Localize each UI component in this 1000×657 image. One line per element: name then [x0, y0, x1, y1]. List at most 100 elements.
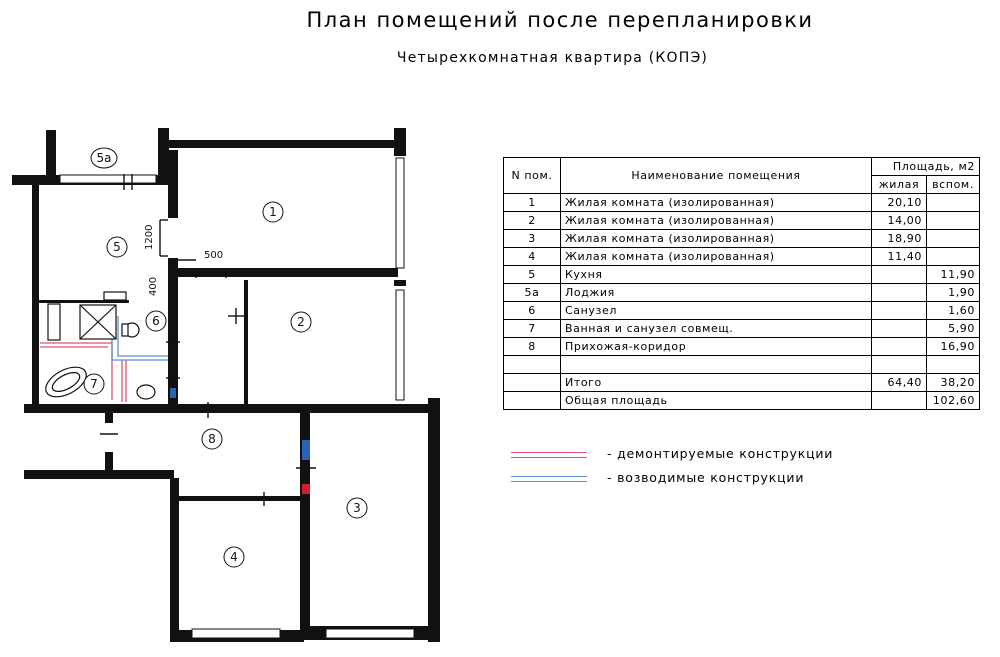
cell-living [871, 355, 927, 374]
svg-text:4: 4 [230, 550, 238, 564]
rooms-table: N пом. Наименование помещения Площадь, м… [503, 157, 980, 410]
cell-name: Жилая комната (изолированная) [560, 193, 872, 212]
total-living: 64,40 [871, 373, 927, 392]
col-header-num: N пом. [503, 157, 561, 194]
cell-name: Жилая комната (изолированная) [560, 229, 872, 248]
plan-demolish-wall-mark [302, 484, 310, 494]
svg-text:5: 5 [113, 240, 121, 254]
plan-windows [59, 157, 415, 639]
cell-living [871, 301, 927, 320]
cell-aux [926, 211, 980, 230]
cell-aux [926, 193, 980, 212]
col-header-aux: вспом. [926, 175, 980, 194]
legend-constructed-text: - возводимые конструкции [607, 470, 805, 485]
cell-aux: 1,90 [926, 283, 980, 302]
table-row-total: Итого 64,40 38,20 [503, 373, 980, 392]
legend-demolished-text: - демонтируемые конструкции [607, 446, 834, 461]
plan-fixtures [45, 291, 156, 400]
svg-text:1: 1 [269, 205, 277, 219]
cell-name: Прихожая-коридор [560, 337, 872, 356]
room-6-label: 6 [145, 310, 167, 332]
room-3-label: 3 [346, 497, 368, 519]
page-subtitle: Четырехкомнатная квартира (КОПЭ) [396, 50, 709, 66]
cell-num: 4 [503, 247, 561, 266]
cell-aux: 16,90 [926, 337, 980, 356]
svg-text:5а: 5а [97, 151, 112, 165]
cell-num: 6 [503, 301, 561, 320]
cell-num: 3 [503, 229, 561, 248]
cell-aux [926, 229, 980, 248]
cell-num: 7 [503, 319, 561, 338]
cell-living: 11,40 [871, 247, 927, 266]
room-7-label: 7 [83, 373, 105, 395]
room-5a-label: 5а [90, 147, 118, 169]
table-row-overall: Общая площадь 102,60 [503, 391, 980, 410]
cell-name: Санузел [560, 301, 872, 320]
page-title: План помещений после перепланировки [306, 8, 814, 32]
plan-doors [100, 174, 316, 506]
svg-text:2: 2 [297, 315, 305, 329]
cell-living [871, 265, 927, 284]
cell-living: 20,10 [871, 193, 927, 212]
total-label: Итого [560, 373, 872, 392]
cell-name: Жилая комната (изолированная) [560, 247, 872, 266]
cell-living: 18,90 [871, 229, 927, 248]
legend-constructed-line [511, 476, 587, 482]
room-5-label: 5 [106, 236, 128, 258]
cell-aux [926, 355, 980, 374]
dimension-500: 500 [204, 250, 223, 261]
svg-text:6: 6 [152, 314, 160, 328]
col-header-area: Площадь, м2 [871, 157, 980, 176]
svg-text:7: 7 [90, 377, 98, 391]
svg-text:8: 8 [208, 432, 216, 446]
cell-aux: 1,60 [926, 301, 980, 320]
cell-living [871, 337, 927, 356]
table-row [503, 355, 980, 374]
cell-aux: 11,90 [926, 265, 980, 284]
cell-living: 14,00 [871, 211, 927, 230]
plan-room-labels: 1 2 3 4 5 5а 6 7 8 [83, 147, 368, 568]
cell-num: 5а [503, 283, 561, 302]
cell-aux: 5,90 [926, 319, 980, 338]
cell-name: Лоджия [560, 283, 872, 302]
overall-label: Общая площадь [560, 391, 872, 410]
cell-living [871, 319, 927, 338]
cell-num [503, 355, 561, 374]
cell-num: 1 [503, 193, 561, 212]
cell-living [871, 283, 927, 302]
cell-num: 8 [503, 337, 561, 356]
overall-aux: 102,60 [926, 391, 980, 410]
legend-demolished-line [511, 452, 587, 458]
col-header-living: жилая [871, 175, 927, 194]
plan-utility-lines [40, 316, 168, 402]
room-1-label: 1 [262, 201, 284, 223]
cell-num: 2 [503, 211, 561, 230]
plan-new-wall-mark [302, 440, 310, 460]
cell-name: Ванная и санузел совмещ. [560, 319, 872, 338]
room-8-label: 8 [201, 428, 223, 450]
col-header-name: Наименование помещения [560, 157, 872, 194]
dimension-400: 400 [148, 277, 159, 296]
plan-dimensions: 1200 500 400 [144, 225, 223, 296]
cell-name: Жилая комната (изолированная) [560, 211, 872, 230]
total-aux: 38,20 [926, 373, 980, 392]
room-2-label: 2 [290, 311, 312, 333]
svg-text:3: 3 [353, 501, 361, 515]
cell-name [560, 355, 872, 374]
cell-num: 5 [503, 265, 561, 284]
plan-new-wall-mark-2 [170, 388, 176, 398]
cell-aux [926, 247, 980, 266]
dimension-1200: 1200 [144, 225, 155, 250]
cell-name: Кухня [560, 265, 872, 284]
